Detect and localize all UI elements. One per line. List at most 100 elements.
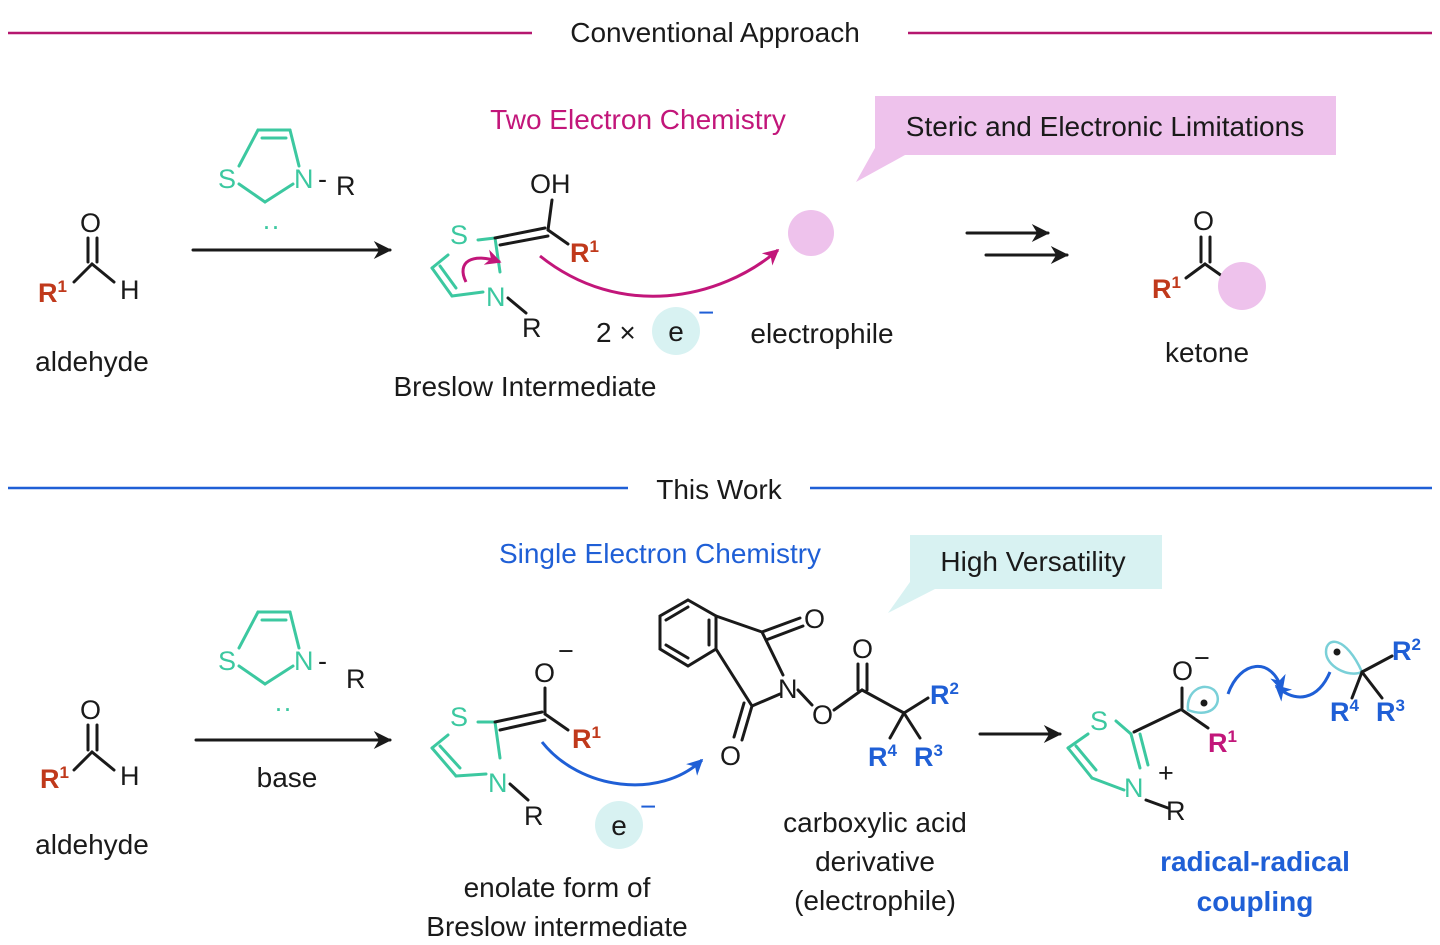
product-label-2: coupling [1197,886,1314,917]
dash: - [318,646,327,676]
radical-dot [1200,699,1208,707]
bottom-catalyst: S N - R ·· [218,610,366,723]
bottom-curved-arrow [540,741,704,787]
atom-o: O [812,700,833,730]
enolate-intermediate: S N O − R1 R enolate form of Breslow int… [426,636,687,942]
electrophile-label-3: (electrophile) [794,885,956,916]
electrophile-label-1: carboxylic acid [783,807,967,838]
r1-label: R1 [38,277,67,308]
top-electron-label: 2 × e − [596,297,714,355]
top-aldehyde: O R1 H aldehyde [35,208,149,377]
r4-label: R4 [1330,696,1360,727]
radical-arrow-right [1274,671,1332,702]
ketone-electrophile-circle [1218,262,1266,310]
breslow-intermediate-label: Breslow Intermediate [393,371,656,402]
r3-label: R3 [1376,696,1405,727]
atom-r: R [336,171,356,201]
base-label: base [257,762,318,793]
two-times: 2 × [596,317,636,348]
electron-e: e [668,316,684,347]
top-catalyst: S N - R ·· [218,128,356,241]
bottom-aldehyde-label: aldehyde [35,829,149,860]
r1-label: R1 [570,237,599,268]
ketone-label: ketone [1165,337,1249,368]
atom-h: H [120,275,140,305]
atom-o: O [1193,206,1214,236]
top-section: Conventional Approach O R1 H aldehyde S … [8,17,1432,402]
atom-o: O [80,695,101,725]
atom-o: O [1172,656,1193,686]
atom-r: R [346,664,366,694]
top-curved-arrow-large [539,248,780,298]
iminium-charge: + [1158,758,1174,788]
bottom-chem-type: Single Electron Chemistry [499,538,821,569]
atom-o: O [720,741,741,771]
top-electron-circle [652,307,700,355]
electrophile-label-2: derivative [815,846,935,877]
atom-o: O [804,604,825,634]
top-section-title: Conventional Approach [570,17,860,48]
electron-e: e [611,810,627,841]
top-callout: Steric and Electronic Limitations [856,96,1336,182]
top-curved-arrow-small [461,249,502,283]
electron-charge: − [640,791,656,822]
atom-s: S [450,702,468,732]
bottom-electron-circle [595,801,643,849]
atom-s: S [1090,706,1108,736]
electron-charge: − [698,297,714,328]
top-callout-text: Steric and Electronic Limitations [906,111,1304,142]
enolate-label-1: enolate form of [464,872,651,903]
atom-o: O [534,658,555,688]
atom-r: R [522,313,542,343]
oxide-charge: − [1194,643,1210,673]
r4-label: R4 [868,741,898,772]
atom-o: O [852,634,873,664]
bottom-aldehyde: O R1 H aldehyde [35,695,149,860]
atom-s: S [218,164,236,194]
carbene-lone-pair: ·· [274,693,292,723]
atom-o: O [80,208,101,238]
atom-n: N [488,768,508,798]
atom-n: N [294,646,314,676]
top-aldehyde-label: aldehyde [35,346,149,377]
ketone: O R1 ketone [1152,206,1266,368]
top-chem-type: Two Electron Chemistry [490,104,786,135]
r2-label: R2 [1392,635,1421,666]
radical-orbital [1186,685,1219,714]
r1-label: R1 [572,723,601,754]
r3-label: R3 [914,741,943,772]
atom-n: N [1124,773,1144,803]
product-label-1: radical-radical [1160,846,1350,877]
top-electrophile-circle [788,210,834,256]
r1-label: R1 [1152,273,1181,304]
bottom-section-title: This Work [656,474,782,505]
atom-r: R [1166,796,1186,826]
bottom-electron-label: e − [595,791,656,849]
oxide-charge: − [558,636,574,666]
atom-n: N [486,282,506,312]
atom-n: N [778,674,798,704]
carbene-lone-pair: ·· [262,211,280,241]
atom-n: N [294,164,314,194]
atom-s: S [218,646,236,676]
dash: - [318,164,327,194]
bottom-callout-text: High Versatility [940,546,1125,577]
radical-product: S N + R O − R1 R2 R4 R3 radical-radical [1066,635,1421,917]
atom-h: H [120,761,140,791]
alkyl-radical-dot [1333,648,1341,656]
radical-arrow-left [1226,664,1286,695]
enolate-label-2: Breslow intermediate [426,911,687,942]
hydroxyl: OH [530,169,571,199]
breslow-intermediate: S N OH R1 R Breslow Intermediate [393,169,656,402]
atom-r: R [524,801,544,831]
alkyl-radical-orbital [1324,640,1364,675]
top-electrophile-label: electrophile [750,318,893,349]
atom-s: S [450,220,468,250]
r1-label: R1 [40,763,69,794]
bottom-section: This Work O R1 H aldehyde S N - R ·· [8,474,1432,942]
nhpi-ester: O O N O O R2 R4 R3 carboxylic acid deriv… [658,598,967,916]
r2-label: R2 [930,679,959,710]
bottom-callout: High Versatility [888,535,1162,613]
r1-label: R1 [1208,727,1237,758]
